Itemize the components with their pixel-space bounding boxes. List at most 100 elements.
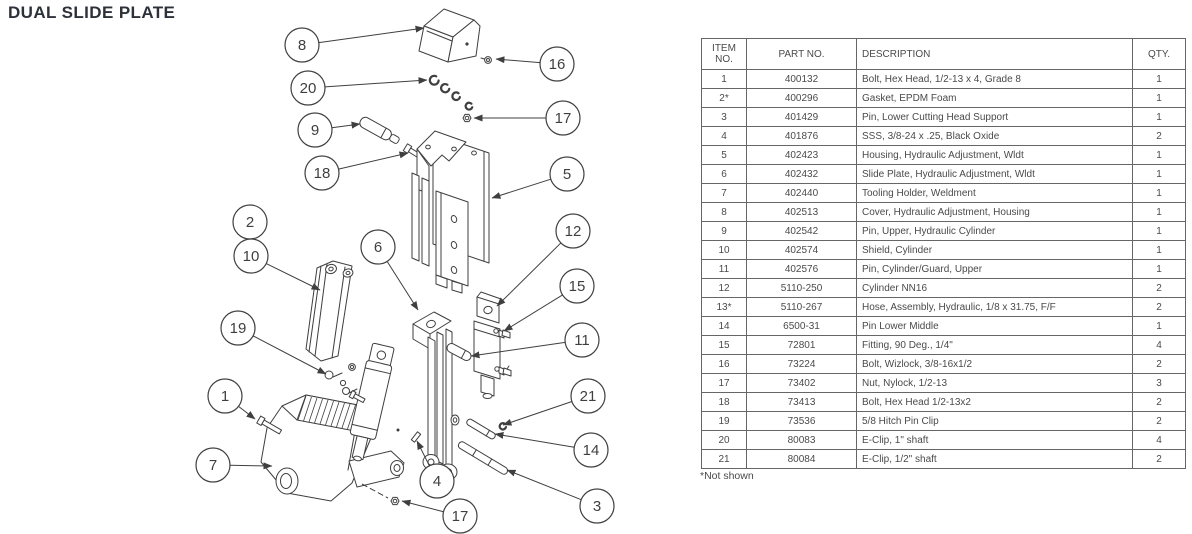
leader-line [266,263,321,291]
table-cell: 1 [1132,164,1186,184]
table-cell: 1 [1132,259,1186,279]
table-cell: 1 [1132,240,1186,260]
callout-balloon [570,378,606,414]
table-cell: Slide Plate, Hydraulic Adjustment, Wldt [856,164,1133,184]
nut-17-bottom-icon [361,483,400,506]
callout-balloon [442,498,478,534]
table-cell: 5 [701,145,747,165]
table-cell: 18 [701,392,747,412]
pin-14 [466,418,496,440]
table-cell: Bolt, Wizlock, 3/8-16x1/2 [856,354,1133,374]
callout-number: 9 [311,122,319,139]
shield-part [305,260,354,362]
callout-number: 11 [574,332,590,349]
table-cell: 19 [701,411,747,431]
callout-balloon [545,100,581,136]
callout-number: 4 [433,473,441,490]
page-title: DUAL SLIDE PLATE [8,3,176,22]
table-cell: 1 [1132,88,1186,108]
table-cell: 400296 [746,88,857,108]
callout-number: 15 [569,278,586,295]
table-cell: Pin, Lower Cutting Head Support [856,107,1133,127]
leader-line [331,121,361,129]
table-cell: Bolt, Hex Head 1/2-13x2 [856,392,1133,412]
table-cell: 402542 [746,221,857,241]
set-screw-4-icon [410,431,422,443]
table-cell: 9 [701,221,747,241]
table-cell: 12 [701,278,747,298]
col-header-qty: QTY. [1132,38,1186,70]
table-cell: Cylinder NN16 [856,278,1133,298]
callout-balloon [539,46,575,82]
callout-balloon [549,156,585,192]
table-cell: 1 [1132,183,1186,203]
callout-balloon [573,432,609,468]
bolt-1-icon [256,415,282,435]
callout-balloon [284,27,320,63]
table-cell: 1 [1132,316,1186,336]
table-cell: 14 [701,316,747,336]
table-cell: 2* [701,88,747,108]
table-cell: 5110-267 [746,297,857,317]
leader-line [229,462,273,470]
table-cell: 2 [1132,126,1186,146]
pin-3 [457,441,509,475]
table-cell: 402513 [746,202,857,222]
leader-line [338,151,409,170]
callout-balloon [297,112,333,148]
table-cell: 6 [701,164,747,184]
table-cell: 402576 [746,259,857,279]
callout-number: 21 [580,388,597,405]
table-header-row: ITEM NO. PART NO. DESCRIPTION QTY. [701,38,1186,70]
table-cell: Hose, Assembly, Hydraulic, 1/8 x 31.75, … [856,297,1133,317]
table-cell: Pin, Upper, Hydraulic Cylinder [856,221,1133,241]
table-cell: 2 [1132,354,1186,374]
callout-number: 19 [230,320,247,337]
table-cell: Pin, Cylinder/Guard, Upper [856,259,1133,279]
table-cell: 2 [1132,392,1186,412]
leader-line [238,405,256,420]
table-cell: 5110-250 [746,278,857,298]
callout-number: 10 [243,248,260,265]
callout-number: 1 [221,388,229,405]
col-header-part-no: PART NO. [746,38,857,70]
table-cell: 2 [1132,297,1186,317]
table-cell: 4 [1132,430,1186,450]
slide-plate-part [412,311,460,481]
table-cell: 402423 [746,145,857,165]
table-cell: 13* [701,297,747,317]
table-cell: 402574 [746,240,857,260]
table-cell: SSS, 3/8-24 x .25, Black Oxide [856,126,1133,146]
callout-balloon [290,70,326,106]
leader-line [318,25,425,44]
table-cell: 73402 [746,373,857,393]
callout-number: 16 [549,56,566,73]
e-clip-21-icon [498,422,508,431]
table-cell: 73536 [746,411,857,431]
callout-balloon [360,229,396,265]
table-cell: 73413 [746,392,857,412]
table-cell: 5/8 Hitch Pin Clip [856,411,1133,431]
table-cell: 1 [701,69,747,89]
table-cell: 2 [1132,278,1186,298]
callout-number: 17 [555,110,572,127]
table-cell: Nut, Nylock, 1/2-13 [856,373,1133,393]
e-clips-group [428,74,474,111]
table-cell: Bolt, Hex Head, 1/2-13 x 4, Grade 8 [856,69,1133,89]
callout-balloon [419,463,455,499]
col-header-description: DESCRIPTION [856,38,1133,70]
table-cell: Fitting, 90 Deg., 1/4" [856,335,1133,355]
table-cell: 20 [701,430,747,450]
